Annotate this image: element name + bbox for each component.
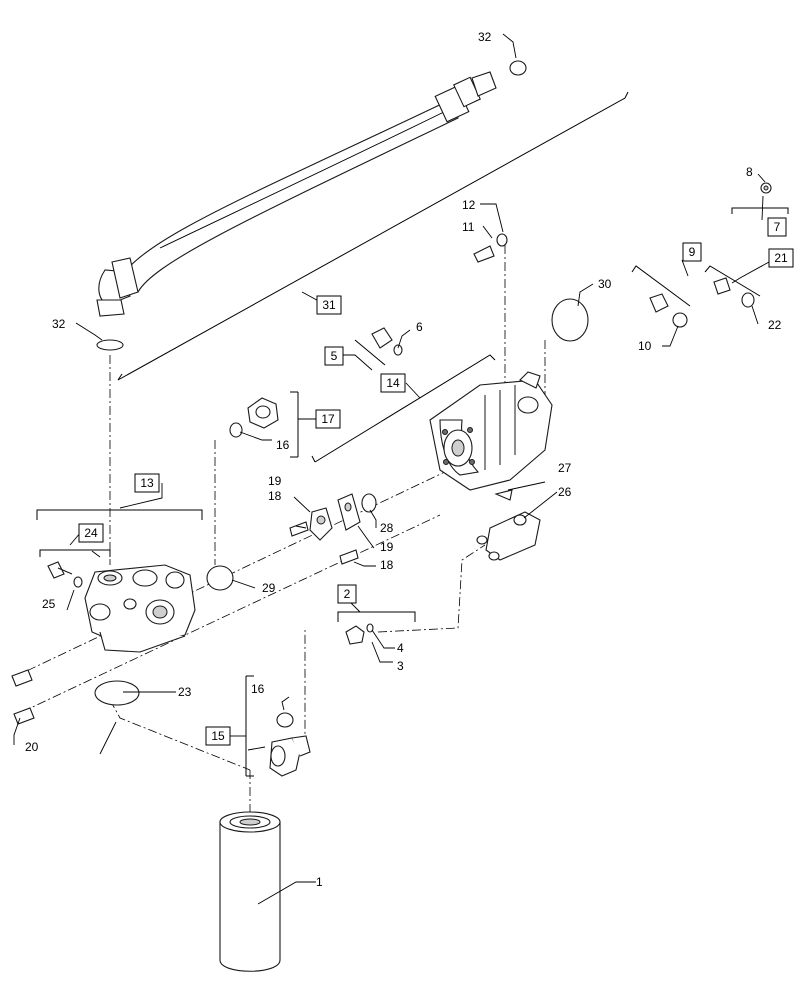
callout-16-lower: 16 xyxy=(251,682,265,696)
leader-lines xyxy=(13,33,770,905)
callout-27: 27 xyxy=(558,461,572,475)
o-ring-32-bottom xyxy=(96,339,124,351)
o-ring-22 xyxy=(741,292,755,308)
hydraulic-pump xyxy=(429,371,553,491)
o-ring-28 xyxy=(361,493,377,513)
small-hardware xyxy=(345,182,772,645)
callout-29: 29 xyxy=(262,581,276,595)
plain-callouts: 1 3 4 6 8 10 11 12 16 16 18 18 19 19 20 … xyxy=(25,30,782,889)
boxed-callouts: 2 5 7 9 13 14 15 17 21 24 31 xyxy=(78,217,794,746)
callout-28: 28 xyxy=(380,521,394,535)
flange-group xyxy=(289,493,361,565)
callout-31: 31 xyxy=(322,298,336,312)
o-ring-16-upper xyxy=(229,422,243,438)
callout-25: 25 xyxy=(42,597,56,611)
callout-18-upper: 18 xyxy=(268,489,282,503)
callout-17: 17 xyxy=(321,412,335,426)
callout-20: 20 xyxy=(25,740,39,754)
callout-32-top: 32 xyxy=(478,30,492,44)
callout-1: 1 xyxy=(316,875,323,889)
callout-2: 2 xyxy=(344,587,351,601)
callout-19-lower: 19 xyxy=(380,540,394,554)
callout-11: 11 xyxy=(462,220,475,234)
callout-32-bottom: 32 xyxy=(52,317,66,331)
callout-19-upper: 19 xyxy=(268,474,282,488)
o-ring-30 xyxy=(551,298,589,342)
fitting-17 xyxy=(247,397,279,429)
callout-26: 26 xyxy=(558,485,572,499)
fittings-left xyxy=(11,561,83,725)
callout-9: 9 xyxy=(689,245,696,259)
callout-22: 22 xyxy=(768,318,782,332)
o-rings xyxy=(94,60,755,728)
callout-12: 12 xyxy=(462,198,476,212)
callout-24: 24 xyxy=(84,526,98,540)
valve-block xyxy=(476,489,541,561)
callout-7: 7 xyxy=(774,220,781,234)
callout-3: 3 xyxy=(397,659,404,673)
filter-head xyxy=(84,564,196,653)
callout-6: 6 xyxy=(416,320,423,334)
hose-assembly xyxy=(96,71,497,317)
callout-18-lower: 18 xyxy=(380,558,394,572)
o-ring-29 xyxy=(206,565,234,591)
callout-4: 4 xyxy=(397,641,404,655)
filter-element xyxy=(219,811,281,972)
callout-10: 10 xyxy=(638,339,652,353)
callout-8: 8 xyxy=(746,165,753,179)
callout-14: 14 xyxy=(386,376,400,390)
o-ring-10 xyxy=(672,312,688,328)
o-ring-32-top xyxy=(509,60,527,76)
brackets xyxy=(36,91,789,777)
o-ring-16-lower xyxy=(276,712,294,728)
callout-30: 30 xyxy=(598,277,612,291)
elbow-15 xyxy=(269,735,311,777)
callout-13: 13 xyxy=(140,476,154,490)
callout-16-upper: 16 xyxy=(276,438,290,452)
o-ring-23 xyxy=(94,680,140,706)
callout-23: 23 xyxy=(178,685,192,699)
callout-21: 21 xyxy=(774,251,788,265)
callout-15: 15 xyxy=(211,729,225,743)
callout-5: 5 xyxy=(331,349,338,363)
